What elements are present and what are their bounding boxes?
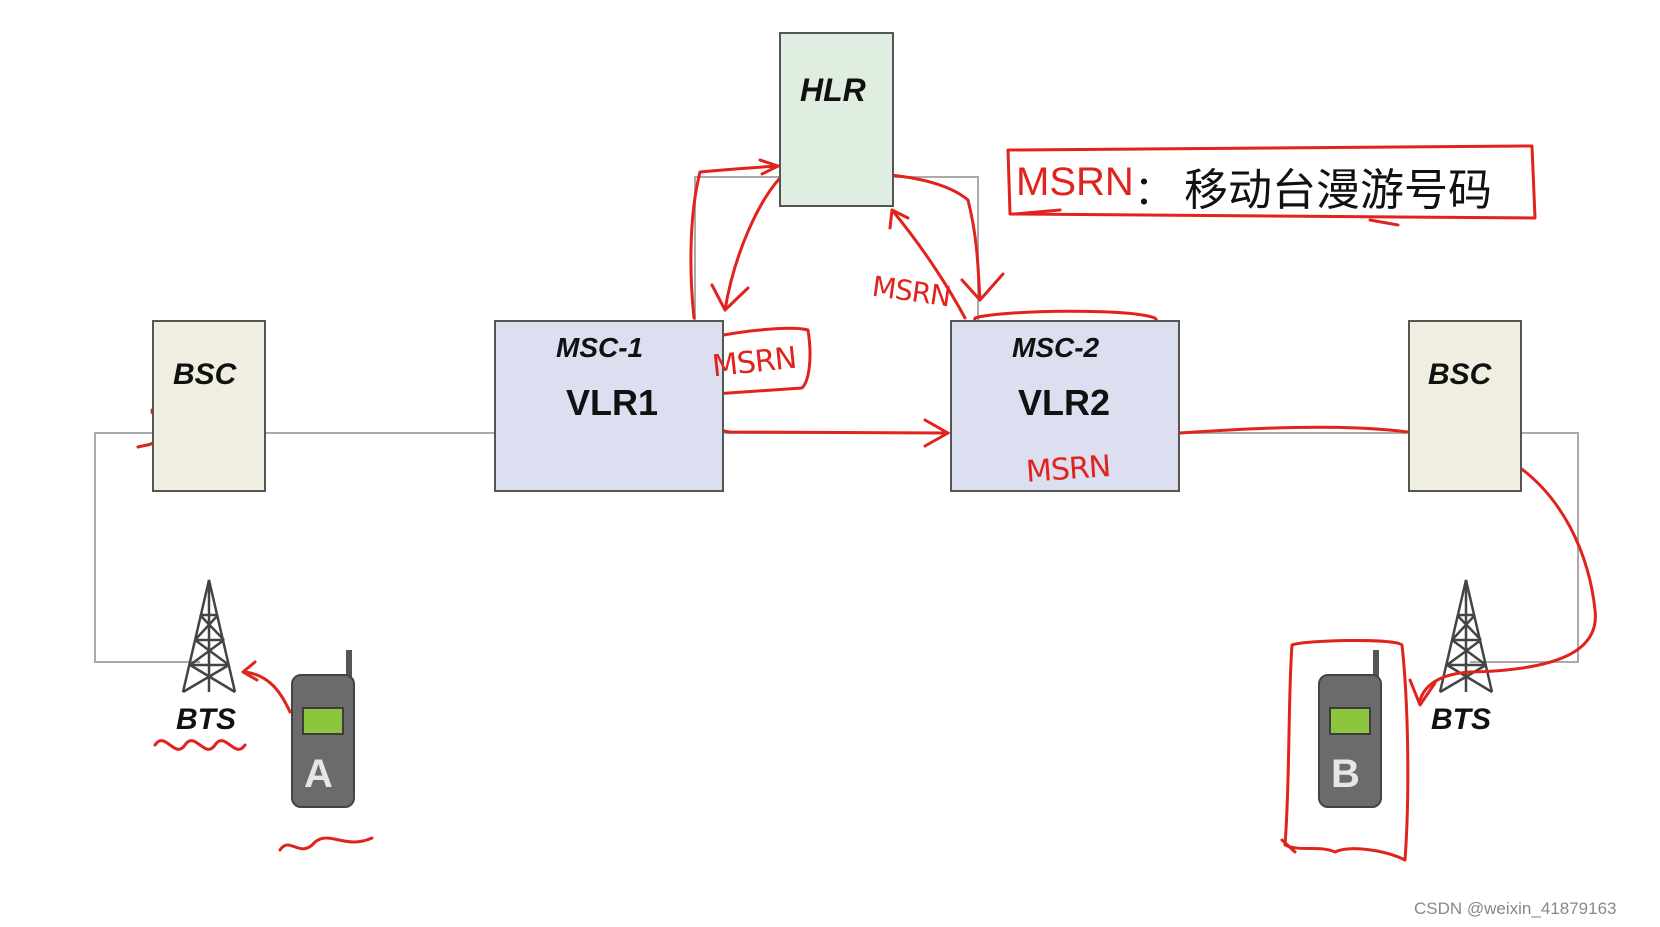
bts-right-label: BTS xyxy=(1431,703,1491,736)
legend-description: 移动台漫游号码 xyxy=(1184,165,1492,216)
phone-a-icon xyxy=(291,650,355,808)
vlr1-label: VLR1 xyxy=(566,382,659,423)
legend-colon: ： xyxy=(1134,168,1174,214)
link-bsc-bts-left xyxy=(94,432,200,663)
msc2-label: MSC-2 xyxy=(1012,332,1100,363)
watermark-credit: CSDN @weixin_41879163 xyxy=(1414,899,1617,918)
bsc-right-label: BSC xyxy=(1428,358,1492,391)
connection-lines xyxy=(94,176,1579,663)
legend-key: MSRN xyxy=(1016,160,1134,204)
bsc-left-label: BSC xyxy=(173,358,237,391)
phone-b-icon xyxy=(1318,650,1382,808)
bts-left-label: BTS xyxy=(176,703,236,736)
link-bsc-bts-right xyxy=(1470,432,1579,663)
bts-tower-left-icon xyxy=(181,579,237,694)
phone-b-label: B xyxy=(1331,752,1360,796)
hlr-label: HLR xyxy=(800,72,866,108)
msc1-node xyxy=(494,320,724,492)
vlr2-label: VLR2 xyxy=(1018,382,1111,423)
msc2-node xyxy=(950,320,1180,492)
phone-a-label: A xyxy=(304,752,333,796)
msc1-label: MSC-1 xyxy=(556,332,644,363)
link-msc1-hlr xyxy=(694,176,779,320)
bsc-right-node xyxy=(1408,320,1522,492)
bsc-left-node xyxy=(152,320,266,492)
msrn-note-vlr2: MSRN xyxy=(1024,449,1112,490)
bts-tower-right-icon xyxy=(1438,579,1494,694)
hlr-node xyxy=(779,32,894,207)
